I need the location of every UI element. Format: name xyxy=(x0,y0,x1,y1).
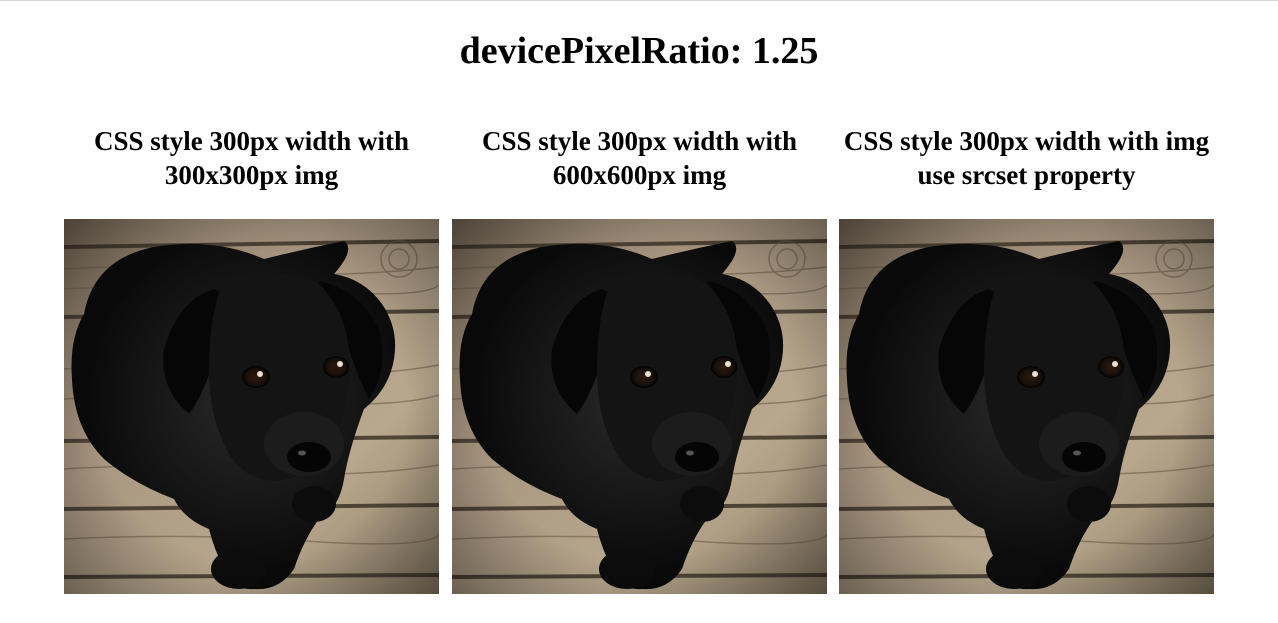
column-srcset-img: CSS style 300px width with img use srcse… xyxy=(839,124,1214,220)
top-border xyxy=(0,0,1278,1)
page-title: devicePixelRatio: 1.25 xyxy=(459,30,819,72)
caption-300px-img: CSS style 300px width with 300x300px img xyxy=(93,126,410,190)
puppy-photo-srcset xyxy=(839,219,1214,594)
column-300px-img: CSS style 300px width with 300x300px img xyxy=(64,124,439,220)
puppy-photo-300px xyxy=(64,219,439,594)
caption-srcset-img: CSS style 300px width with img use srcse… xyxy=(843,126,1210,190)
puppy-photo-600px xyxy=(452,219,827,594)
caption-600px-img: CSS style 300px width with 600x600px img xyxy=(481,126,798,190)
column-600px-img: CSS style 300px width with 600x600px img xyxy=(452,124,827,220)
